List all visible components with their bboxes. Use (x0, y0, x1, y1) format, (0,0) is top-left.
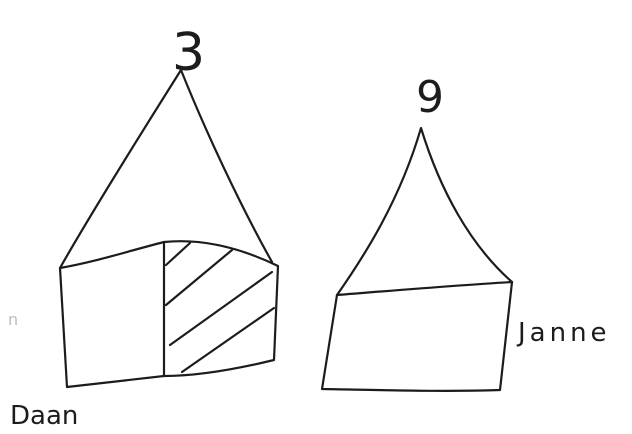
hatch-line (166, 243, 190, 265)
figure-daan: 3 Daan (10, 23, 278, 431)
daan-roof (60, 70, 272, 268)
stray-mark: n (8, 310, 18, 329)
janne-name-label: Janne (516, 318, 611, 348)
daan-hatch-shading (166, 243, 274, 372)
janne-top-number: 9 (416, 72, 444, 123)
figure-janne: 9 Janne (322, 72, 611, 391)
janne-base-outline (322, 282, 512, 391)
hatch-line (170, 272, 272, 345)
janne-roof (337, 128, 512, 295)
daan-top-number: 3 (172, 23, 205, 83)
hatch-line (166, 250, 232, 305)
daan-name-label: Daan (10, 401, 78, 431)
